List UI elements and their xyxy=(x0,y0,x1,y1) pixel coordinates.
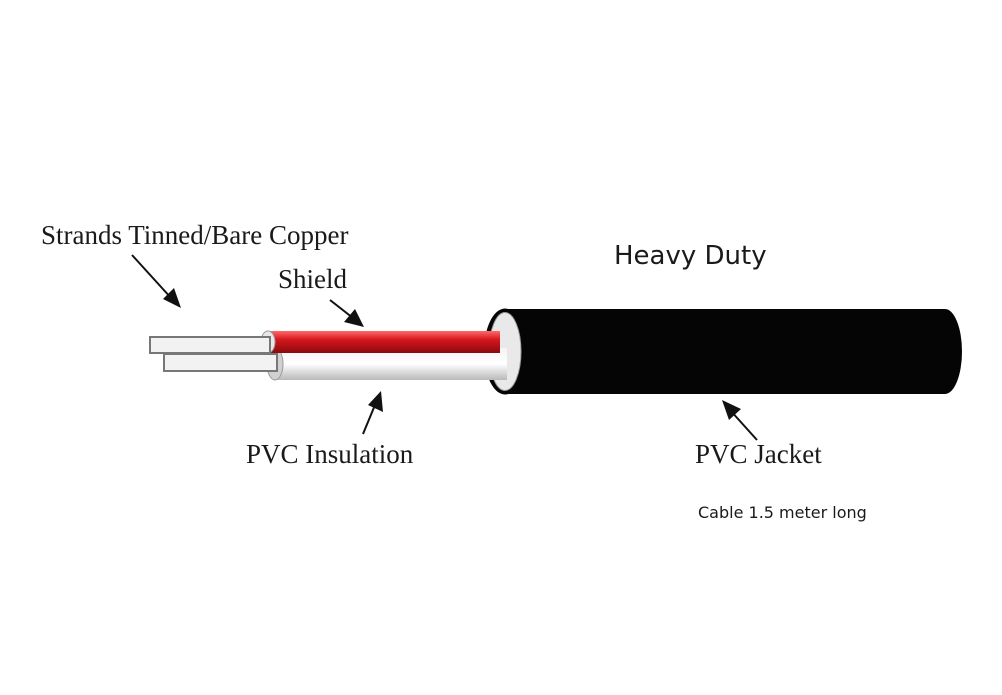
jacket-arrow xyxy=(722,400,758,441)
heading-label: Heavy Duty xyxy=(614,241,767,271)
strands-arrow xyxy=(131,254,181,308)
pvc-insulation xyxy=(266,347,507,381)
insulation-arrow xyxy=(362,391,383,435)
pointer-arrows xyxy=(131,254,758,441)
length-note: Cable 1.5 meter long xyxy=(698,503,867,522)
shield-arrow xyxy=(329,299,364,327)
shield-label: Shield xyxy=(278,264,348,294)
insulation-label: PVC Insulation xyxy=(246,439,414,469)
shield xyxy=(260,330,500,354)
jacket-label: PVC Jacket xyxy=(695,439,822,469)
strands-label: Strands Tinned/Bare Copper xyxy=(41,220,349,250)
strand-conductors xyxy=(149,336,278,372)
pvc-jacket xyxy=(484,308,962,395)
